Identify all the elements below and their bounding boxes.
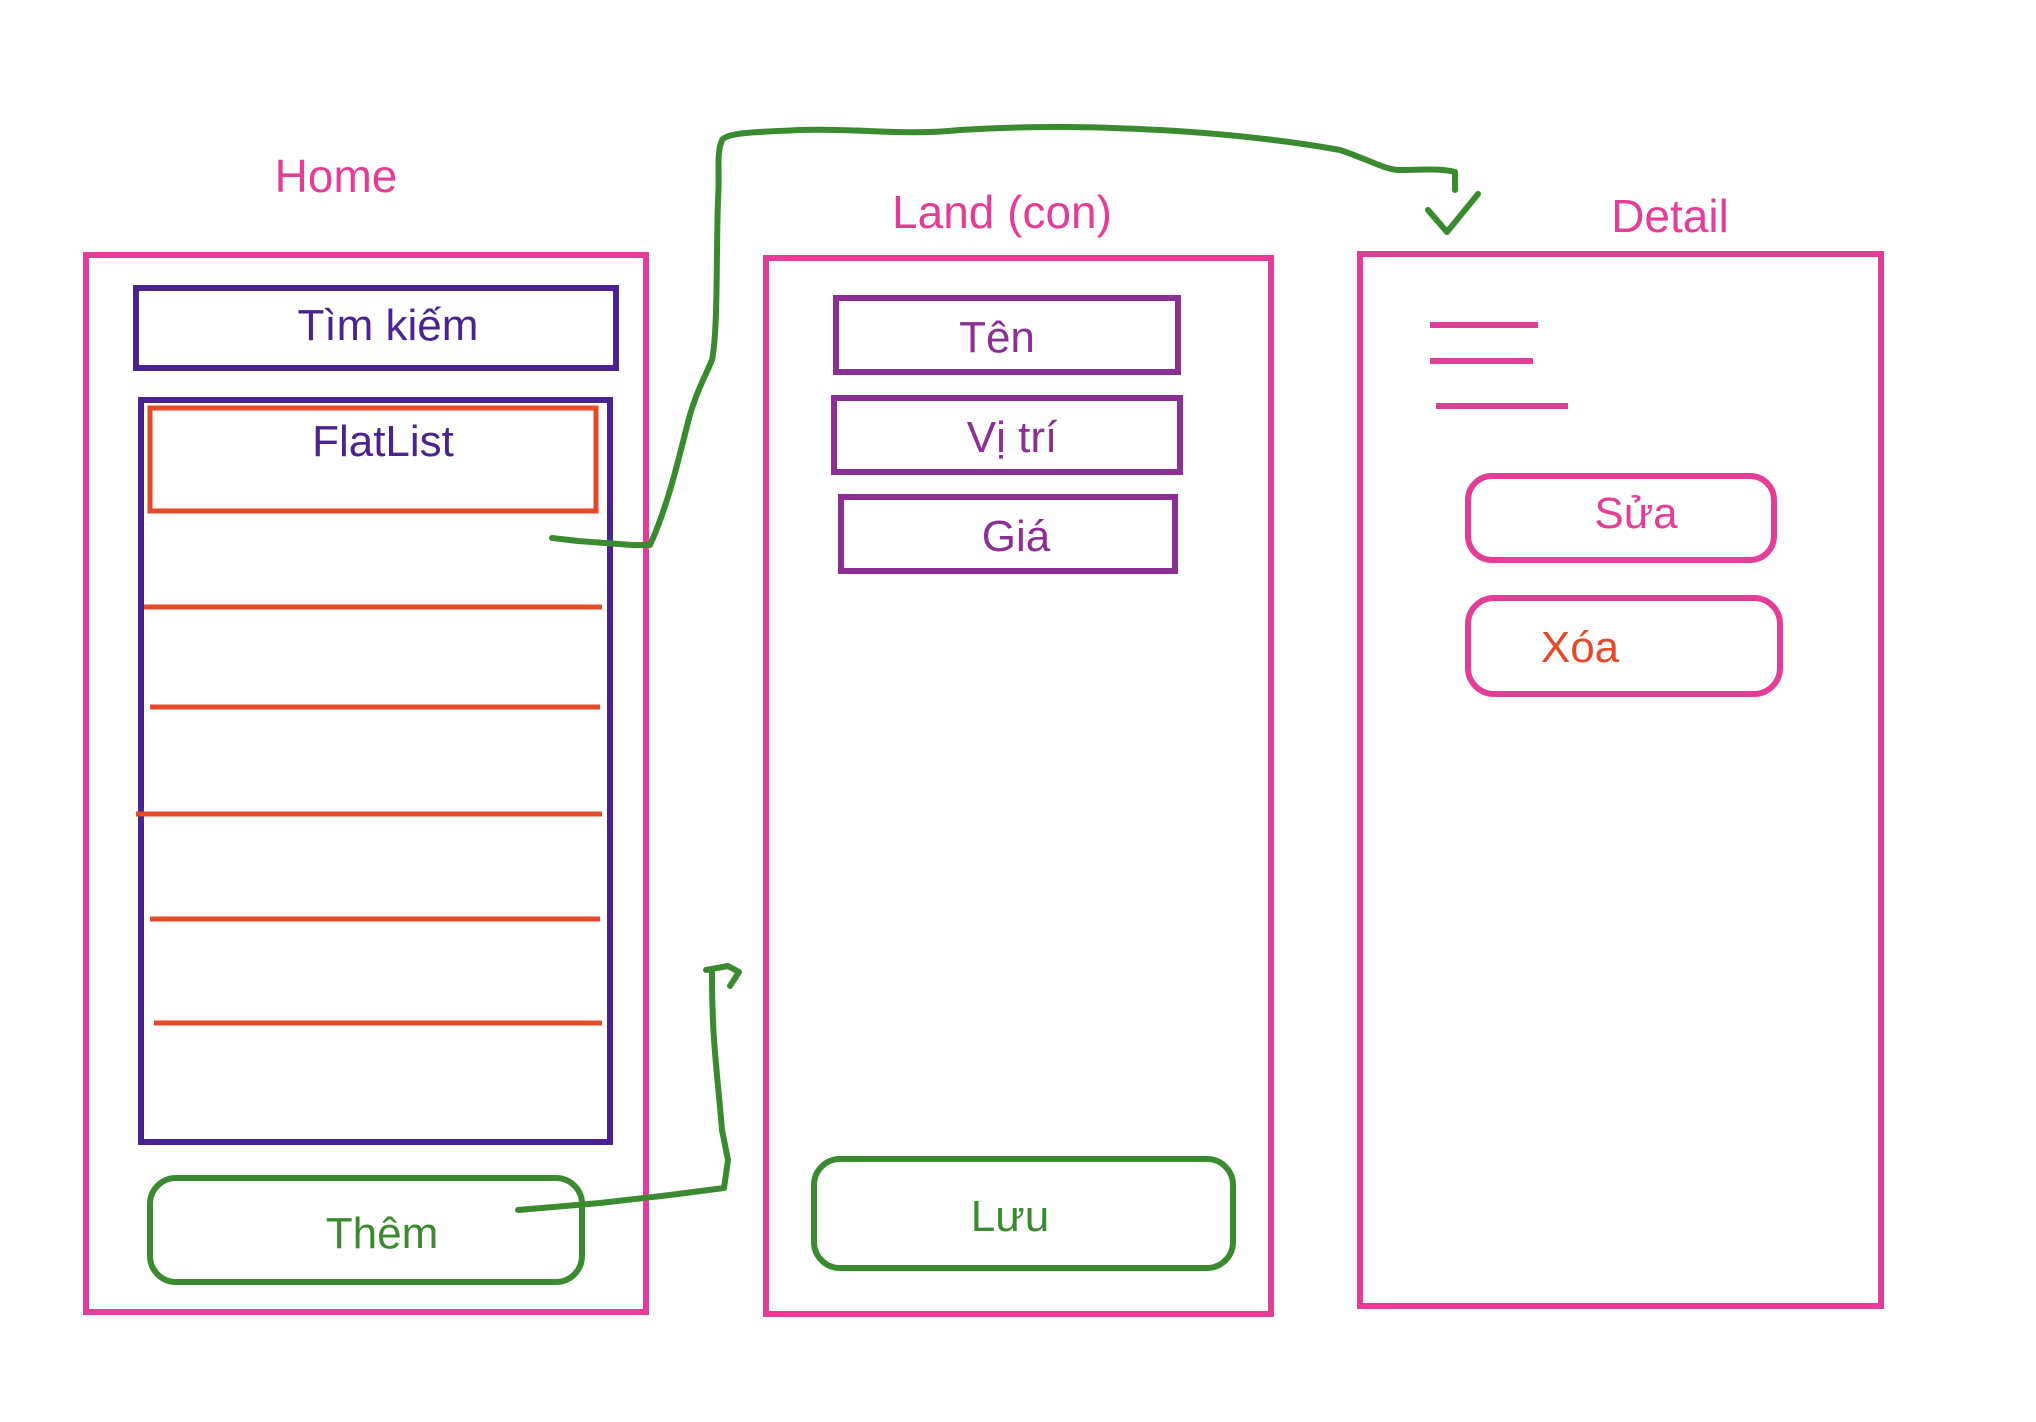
name-field[interactable] (833, 295, 1181, 375)
location-field-label: Vị trí (967, 413, 1058, 462)
edit-button-label: Sửa (1594, 489, 1678, 538)
flatlist-container[interactable] (138, 397, 613, 1145)
add-button-label: Thêm (326, 1209, 438, 1258)
search-label: Tìm kiếm (298, 301, 479, 350)
item-to-detail-arrow (549, 123, 1458, 548)
save-button-label: Lưu (971, 1192, 1049, 1241)
detail-screen-frame (1357, 251, 1884, 1309)
price-field[interactable] (838, 494, 1178, 574)
save-button[interactable] (811, 1156, 1236, 1271)
add-button[interactable] (147, 1175, 585, 1285)
land-screen-frame (763, 255, 1274, 1317)
price-field-label: Giá (982, 512, 1051, 561)
name-field-label: Tên (959, 313, 1035, 362)
home-title: Home (275, 150, 398, 202)
delete-button-label: Xóa (1541, 623, 1620, 672)
edit-button[interactable] (1465, 473, 1777, 563)
add-to-land-arrowhead (703, 963, 742, 989)
text-lines-icon (1430, 322, 1568, 409)
search-box[interactable] (133, 285, 619, 371)
land-title: Land (con) (892, 186, 1112, 238)
add-to-land-arrow (515, 967, 731, 1213)
home-screen-frame (83, 252, 649, 1315)
flatlist-label: FlatList (312, 417, 454, 466)
location-field[interactable] (831, 395, 1183, 475)
detail-title: Detail (1611, 190, 1729, 242)
delete-button[interactable] (1465, 595, 1783, 697)
flatlist-item[interactable] (147, 405, 599, 514)
item-to-detail-arrowhead (1425, 191, 1481, 235)
